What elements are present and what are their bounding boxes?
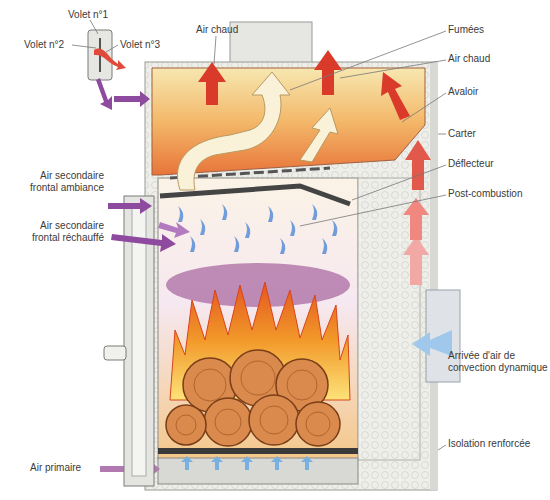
damper-airflow [114,91,150,107]
part-label: Air secondaire frontal ambiance [14,170,104,194]
part-label: Air chaud [196,24,256,36]
grate [158,448,358,454]
part-label: Post-combustion [448,188,548,200]
damper-airflow [96,78,112,110]
leader-lines [72,20,446,450]
part-label: Volet n°3 [120,39,180,51]
secondary-flames [178,204,337,254]
part-label: Déflecteur [448,158,548,170]
part-label: Volet n°2 [24,39,74,51]
warm-air-arrows [403,198,429,285]
part-label: Air secondaire frontal réchauffé [14,220,104,244]
secondary-air-arrows [108,198,190,252]
door-handle [104,346,126,360]
flue-collar [230,22,312,68]
reinforced-insulation [430,62,438,490]
smoke-arrow [300,108,338,162]
part-label: Air primaire [30,462,100,474]
log-rings [176,361,330,436]
gas-haze [166,263,350,307]
part-label: Arrivée d'air de convection dynamique [448,350,550,374]
hot-air-arrows [198,50,431,190]
part-label: Avaloir [448,86,548,98]
part-label: Volet n°1 [68,9,128,21]
part-label: Air chaud [448,53,548,65]
primary-air-arrows [181,456,313,470]
cold-air-arrow [412,330,452,356]
damper-airflow [94,49,126,70]
part-label: Fumées [448,24,548,36]
part-label: Isolation renforcée [448,438,548,450]
logs [166,350,340,446]
smoke-arrow [177,72,290,190]
casing [145,62,437,490]
part-label: Carter [448,128,548,140]
door-glass [132,206,146,476]
